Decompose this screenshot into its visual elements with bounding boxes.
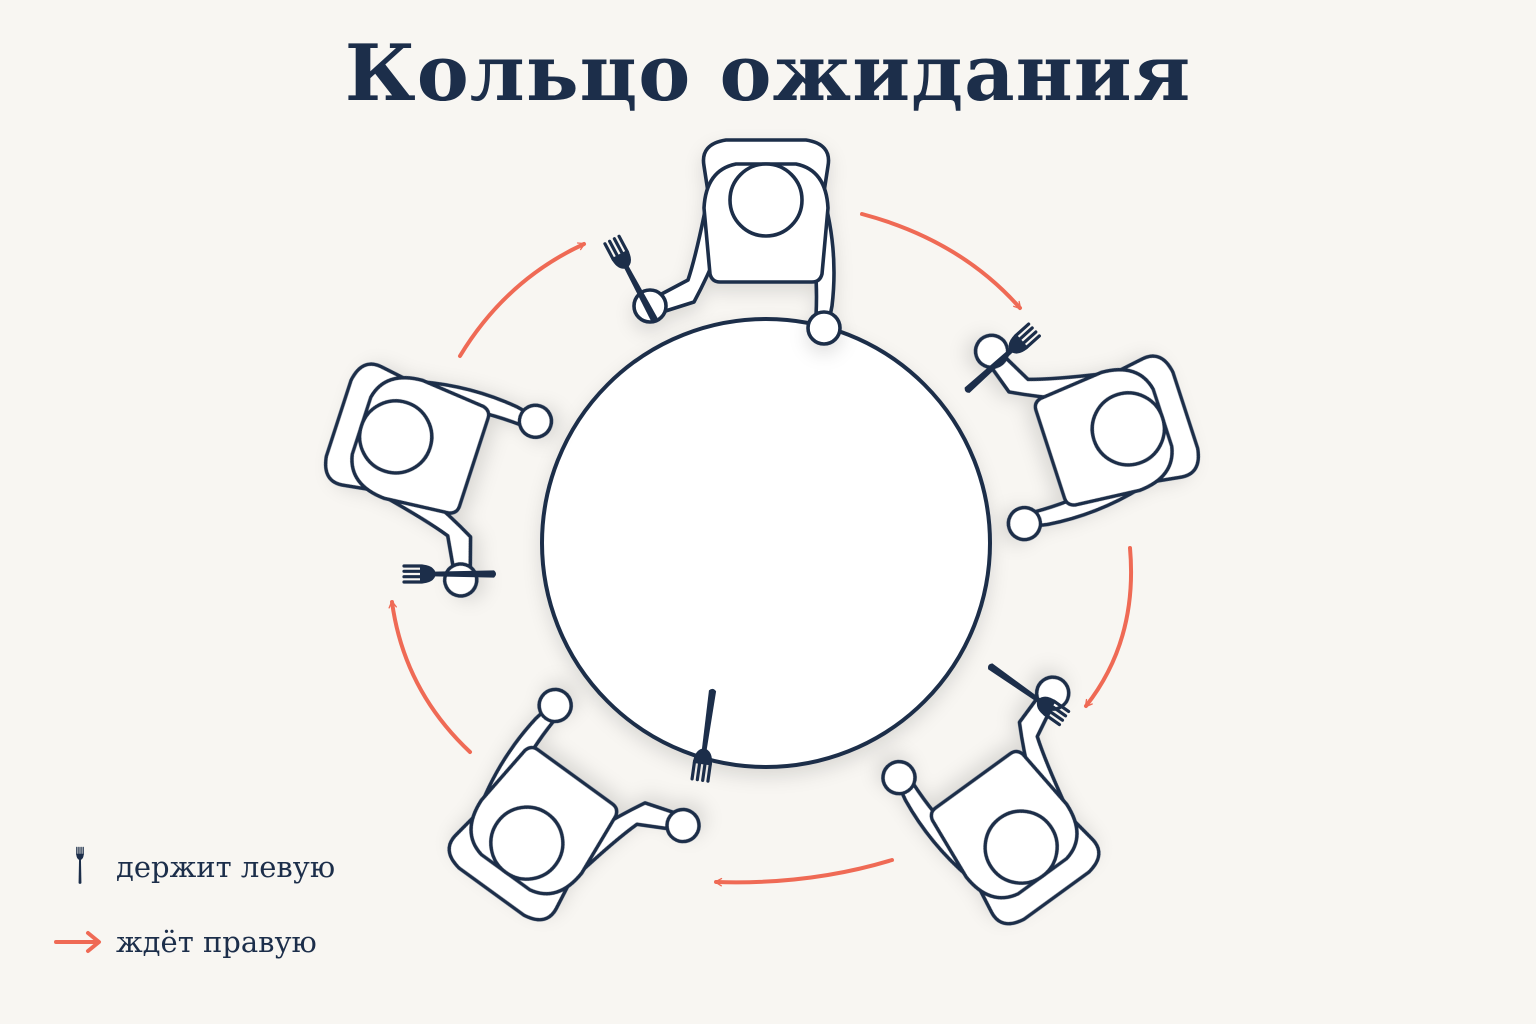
head bbox=[1090, 391, 1167, 467]
wait-arrow-p1-p2 bbox=[860, 212, 1022, 310]
wait-arrow-p4-p5 bbox=[388, 600, 472, 754]
hand-right bbox=[1006, 505, 1043, 542]
philosophers-group bbox=[323, 138, 1201, 926]
legend-waits-right: ждёт правую bbox=[50, 918, 317, 966]
legend-label-waits-right: ждёт правую bbox=[116, 925, 317, 959]
head bbox=[357, 399, 434, 475]
diagram-title: Кольцо ожидания bbox=[344, 28, 1192, 119]
wait-arrow-p3-p4 bbox=[714, 858, 894, 887]
hand-left bbox=[665, 807, 701, 844]
hand-right bbox=[537, 687, 573, 724]
hand-right bbox=[806, 310, 842, 346]
head bbox=[489, 805, 565, 881]
philosopher-bottom-left bbox=[447, 687, 701, 922]
legend-label-holds-left: держит левую bbox=[116, 850, 336, 884]
hand-right bbox=[881, 759, 917, 796]
hand-right bbox=[517, 403, 554, 440]
hand-left bbox=[442, 562, 479, 598]
arrow-icon bbox=[54, 931, 101, 953]
philosopher-bottom-right bbox=[881, 675, 1101, 926]
table bbox=[540, 317, 992, 769]
head bbox=[728, 162, 804, 238]
legend-holds-left: держит левую bbox=[50, 843, 335, 891]
arrows-group bbox=[388, 212, 1134, 887]
head bbox=[983, 809, 1059, 885]
philosopher-right bbox=[973, 333, 1201, 542]
philosopher-top bbox=[632, 138, 842, 346]
wait-arrow-p5-p1 bbox=[458, 242, 586, 358]
fork-icon bbox=[75, 846, 85, 885]
wait-arrow-p2-p3 bbox=[1084, 546, 1134, 708]
